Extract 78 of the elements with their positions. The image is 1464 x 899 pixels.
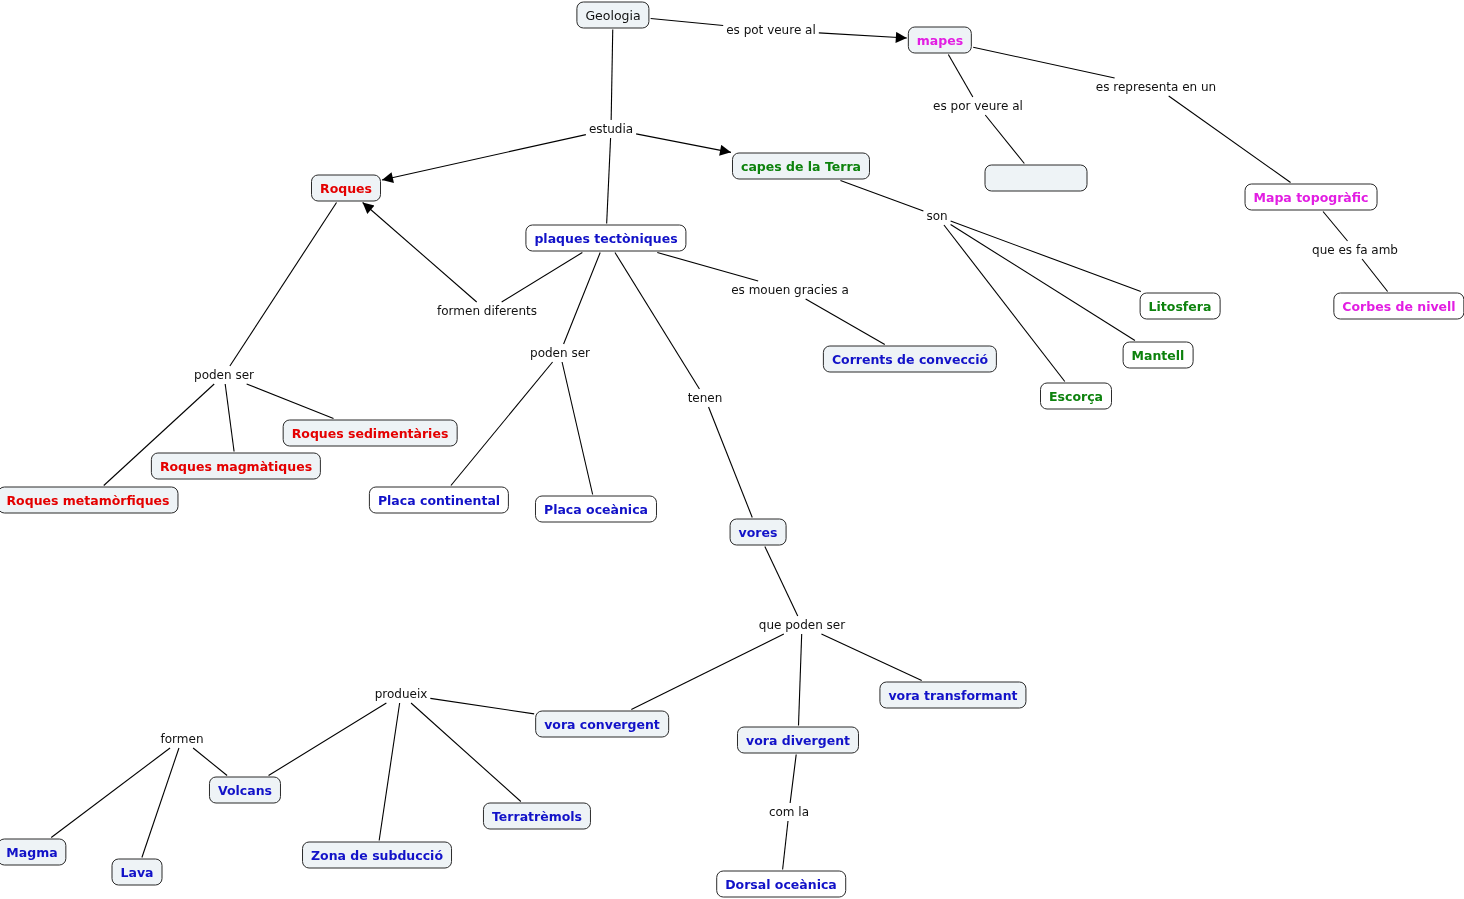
connector-line bbox=[650, 18, 724, 26]
connector-line bbox=[1361, 258, 1389, 293]
connector-line bbox=[708, 406, 753, 519]
connector-line bbox=[268, 702, 387, 777]
concept-node: plaques tectòniques bbox=[525, 224, 687, 252]
concept-node: Mantell bbox=[1122, 341, 1194, 369]
concept-node: Geologia bbox=[576, 1, 650, 29]
connector-line bbox=[947, 53, 974, 98]
linking-phrase: es representa en un bbox=[1093, 79, 1219, 95]
arrow bbox=[635, 133, 732, 156]
linking-phrase: que es fa amb bbox=[1310, 242, 1400, 258]
connector-line bbox=[805, 298, 886, 346]
concept-node: vores bbox=[729, 518, 787, 546]
connector-line bbox=[229, 201, 338, 367]
connector-line bbox=[610, 28, 614, 121]
concept-node: Placa oceànica bbox=[535, 495, 657, 523]
connector-line bbox=[950, 220, 1142, 293]
concept-node: Terratrèmols bbox=[482, 802, 592, 830]
connector-line bbox=[972, 46, 1116, 79]
connector-line bbox=[50, 747, 171, 839]
linking-phrase: es mouen gracies a bbox=[729, 282, 851, 298]
concept-node bbox=[984, 164, 1088, 192]
connector-line bbox=[606, 137, 612, 225]
connector-line bbox=[450, 361, 554, 487]
concept-node: Corbes de nivell bbox=[1333, 292, 1464, 320]
connector-line bbox=[797, 633, 803, 727]
connector-line bbox=[614, 251, 700, 390]
linking-phrase: produeix bbox=[372, 686, 430, 702]
connector-line bbox=[246, 383, 335, 420]
linking-phrase: poden ser bbox=[192, 367, 256, 383]
connector-line bbox=[764, 545, 799, 617]
connector-line bbox=[782, 820, 789, 871]
connector-line bbox=[410, 702, 522, 803]
linking-phrase: poden ser bbox=[528, 345, 592, 361]
connector-line bbox=[839, 179, 924, 212]
connector-line bbox=[1322, 210, 1349, 242]
concept-node: Lava bbox=[111, 858, 163, 886]
connector-line bbox=[789, 753, 797, 804]
concept-node: mapes bbox=[907, 26, 973, 54]
concept-node: Corrents de convecció bbox=[822, 345, 998, 373]
arrow bbox=[818, 31, 908, 43]
concept-node: Litosfera bbox=[1139, 292, 1221, 320]
arrow bbox=[381, 134, 587, 183]
linking-phrase: es pot veure al bbox=[724, 22, 818, 38]
concept-node: Mapa topogràfic bbox=[1244, 183, 1378, 211]
concept-node: Magma bbox=[0, 838, 67, 866]
arrow bbox=[362, 201, 478, 303]
connector-line bbox=[563, 251, 601, 345]
connector-line bbox=[103, 383, 215, 487]
connector-line bbox=[501, 251, 583, 303]
connector-line bbox=[378, 702, 401, 842]
connector-line bbox=[429, 697, 535, 715]
connector-line bbox=[630, 633, 785, 711]
connector-line bbox=[561, 361, 594, 496]
concept-node: Roques sedimentàries bbox=[282, 419, 458, 447]
concept-node: capes de la Terra bbox=[732, 152, 870, 180]
linking-phrase: es por veure al bbox=[931, 98, 1025, 114]
connector-line bbox=[984, 114, 1025, 165]
concept-node: Roques bbox=[311, 174, 381, 202]
concept-node: Roques magmàtiques bbox=[150, 452, 322, 480]
concept-node: Zona de subducció bbox=[302, 841, 452, 869]
connector-line bbox=[943, 224, 1066, 383]
connector-line bbox=[820, 633, 923, 682]
concept-node: vora divergent bbox=[737, 726, 859, 754]
linking-phrase: que poden ser bbox=[756, 617, 848, 633]
connector-line bbox=[192, 747, 228, 777]
connector-line bbox=[656, 251, 759, 282]
concept-node: vora convergent bbox=[535, 710, 669, 738]
concept-node: Roques metamòrfiques bbox=[0, 486, 179, 514]
connector-line bbox=[141, 747, 180, 859]
concept-node: vora transformant bbox=[879, 681, 1027, 709]
concept-node: Dorsal oceànica bbox=[716, 870, 846, 898]
connector-line bbox=[224, 383, 235, 453]
concept-node: Escorça bbox=[1040, 382, 1112, 410]
connector-line bbox=[950, 224, 1136, 342]
connector-line bbox=[1168, 95, 1292, 184]
concept-node: Volcans bbox=[209, 776, 281, 804]
concept-node: Placa continental bbox=[368, 486, 510, 514]
